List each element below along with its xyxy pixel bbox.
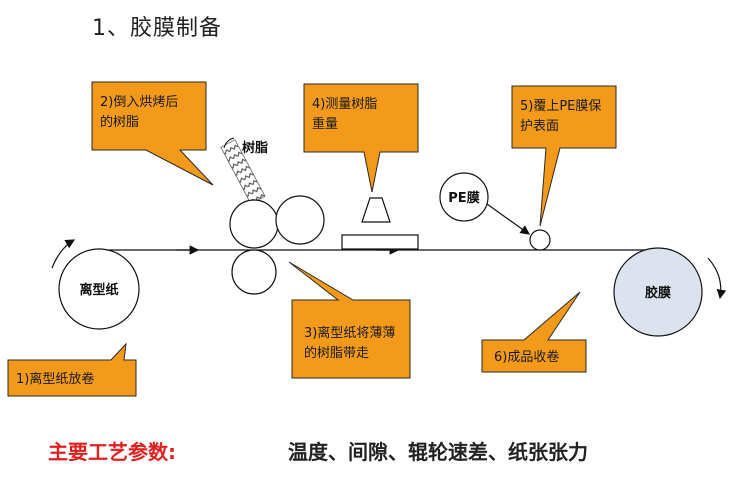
release-paper-roll-label: 离型纸 [79,282,118,298]
callout-1: 1)离型纸放卷 [7,342,137,397]
unwind-rotation-arrow [51,239,76,269]
callout-5: 5)覆上PE膜保 护表面 [511,85,617,227]
callout-1-line-1: 1)离型纸放卷 [16,371,94,387]
resin-label: 树脂 [242,140,268,156]
callout-5-shape [511,85,617,227]
rewind-rotation-arrow [707,257,727,300]
measurement-sensor [361,197,391,223]
callout-5-line-2: 护表面 [520,119,559,134]
coating-roller-top-right [275,195,325,245]
callout-5-line-1: 5)覆上PE膜保 [520,99,601,114]
resin-stream-arrow [223,137,235,149]
measurement-plate [341,234,419,250]
film-roll-label: 胶膜 [645,285,671,301]
params-label: 主要工艺参数: [48,440,176,464]
callout-2-line-1: 2)倒入烘烤后 [100,95,178,110]
callout-4-line-2: 重量 [312,116,338,132]
callout-3-line-2: 的树脂带走 [304,345,369,361]
release-paper-roll [58,248,140,330]
callout-3-shape [288,261,411,379]
pe-film-label: PE膜 [448,190,479,206]
callout-6: 6)成品收卷 [481,291,587,373]
callout-2-shape [91,81,214,186]
coating-roller-bottom [231,249,277,295]
callout-2-line-2: 的树脂 [100,114,139,130]
callout-4: 4)测量树脂 重量 [303,83,419,193]
callout-6-line-1: 6)成品收卷 [494,349,559,365]
callout-6-shape [481,291,587,373]
lamination-roller [529,229,551,251]
process-parameters: 主要工艺参数: 温度、间隙、辊轮速差、纸张张力 [48,436,728,465]
callout-3: 3)离型纸将薄薄 的树脂带走 [288,261,411,379]
coating-roller-top-left [229,199,279,249]
callout-2: 2)倒入烘烤后 的树脂 [91,81,214,186]
callout-4-line-1: 4)测量树脂 [312,97,377,112]
params-value: 温度、间隙、辊轮速差、纸张张力 [288,440,588,464]
callout-3-line-1: 3)离型纸将薄薄 [304,325,395,341]
callout-1-shape [7,342,137,397]
film-roll [613,247,703,337]
pe-film-roll [439,172,489,222]
page-title: 1、胶膜制备 [92,16,222,41]
pe-film-path [486,203,530,235]
callout-4-shape [303,83,419,193]
